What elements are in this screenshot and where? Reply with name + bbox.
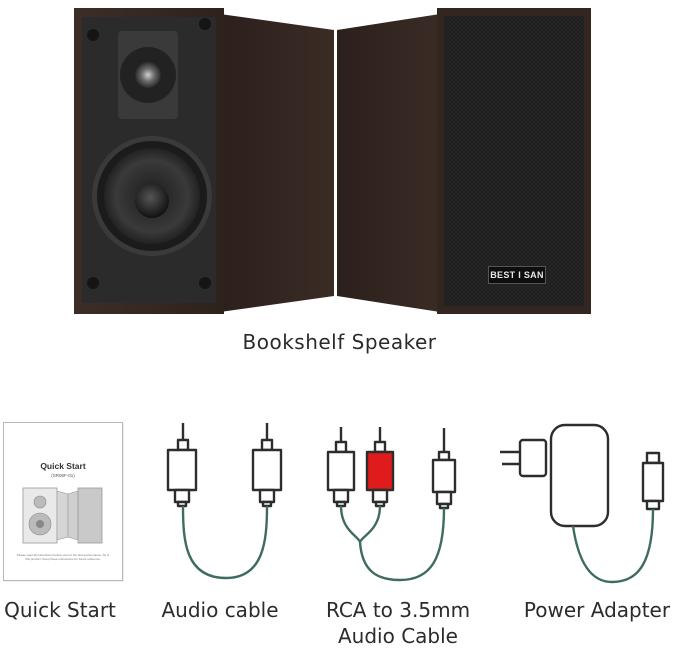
right-speaker-side: [337, 14, 440, 312]
manual-title: Quick Start: [40, 461, 86, 471]
manual-speaker-illustration: [22, 487, 103, 544]
woofer-dust-cap-icon: [135, 184, 169, 218]
power-adapter-icon: [500, 423, 665, 528]
quick-start-manual: Quick Start (SR06F-01) Please read all i…: [3, 422, 123, 581]
brand-badge: BEST I SAN: [488, 266, 546, 284]
audio-cable-icon: [166, 423, 283, 508]
speaker-grille: [444, 16, 584, 306]
bookshelf-speakers-image: [74, 8, 591, 314]
manual-model: (SR06F-01): [51, 473, 75, 478]
tweeter-dome-icon: [135, 62, 161, 88]
label-rca-line1: RCA to 3.5mm: [325, 598, 471, 622]
label-quick-start: Quick Start: [4, 598, 116, 622]
brand-label: BEST I SAN: [490, 270, 544, 280]
left-speaker: [74, 8, 334, 314]
audio-cable-wire: [181, 505, 269, 580]
main-caption: Bookshelf Speaker: [242, 330, 437, 354]
label-audio-cable: Audio cable: [161, 598, 279, 622]
label-rca-line2: Audio Cable: [338, 624, 458, 648]
left-speaker-side: [220, 14, 334, 312]
screw-icon: [87, 277, 99, 289]
power-adapter-cable: [571, 508, 655, 584]
right-speaker: [337, 8, 591, 314]
screw-icon: [199, 18, 211, 30]
screw-icon: [199, 277, 211, 289]
label-power-adapter: Power Adapter: [523, 598, 671, 622]
screw-icon: [87, 29, 99, 41]
rca-to-3.5mm-cable-icon: [326, 427, 457, 510]
rca-cable-wire: [339, 505, 446, 582]
manual-fine-print: Please read all instructions before use …: [16, 553, 110, 561]
